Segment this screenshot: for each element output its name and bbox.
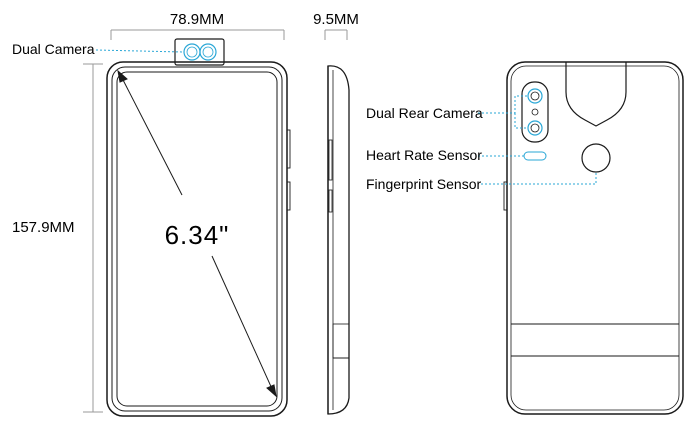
thickness-label: 9.5MM — [313, 11, 359, 28]
popup-camera-module — [174, 38, 225, 66]
dual-camera-label: Dual Camera — [12, 41, 95, 57]
side-body-outline — [327, 65, 350, 415]
fingerprint-sensor-icon — [581, 143, 611, 173]
height-label: 157.9MM — [12, 219, 75, 236]
dual-rear-camera-label: Dual Rear Camera — [366, 105, 483, 121]
diagonal-arrow — [117, 69, 277, 398]
thickness-dimension — [324, 29, 348, 40]
side-view-phone — [327, 65, 350, 415]
rear-camera-lens-bottom-icon — [527, 120, 543, 136]
height-dimension — [83, 63, 103, 413]
screen-diagonal-label: 6.34" — [165, 220, 230, 250]
back-body-outline — [506, 61, 684, 415]
front-view-phone — [106, 38, 291, 417]
rear-camera-lens-top-icon — [527, 88, 543, 104]
front-body-outline — [106, 61, 288, 417]
dual-camera-callout — [95, 49, 184, 53]
power-button — [286, 181, 291, 211]
side-bottom-panel — [332, 323, 350, 359]
front-camera-lens-right-icon — [199, 43, 217, 61]
width-label: 78.9MM — [170, 11, 224, 28]
fingerprint-sensor-label: Fingerprint Sensor — [366, 176, 482, 192]
back-top-shield — [565, 62, 627, 127]
back-side-button — [503, 181, 508, 211]
rear-camera-bar — [521, 81, 549, 143]
volume-button — [286, 129, 291, 169]
heart-rate-sensor-label: Heart Rate Sensor — [366, 147, 482, 163]
rear-flash-icon — [531, 108, 539, 116]
rear-callout-lines — [478, 95, 597, 185]
back-view-phone — [503, 61, 684, 415]
side-volume-button — [328, 139, 333, 181]
front-camera-lens-left-icon — [183, 43, 201, 61]
screen-outline — [116, 71, 278, 407]
width-dimension — [110, 29, 285, 40]
side-power-button — [328, 189, 333, 213]
heart-rate-sensor-icon — [523, 151, 547, 161]
